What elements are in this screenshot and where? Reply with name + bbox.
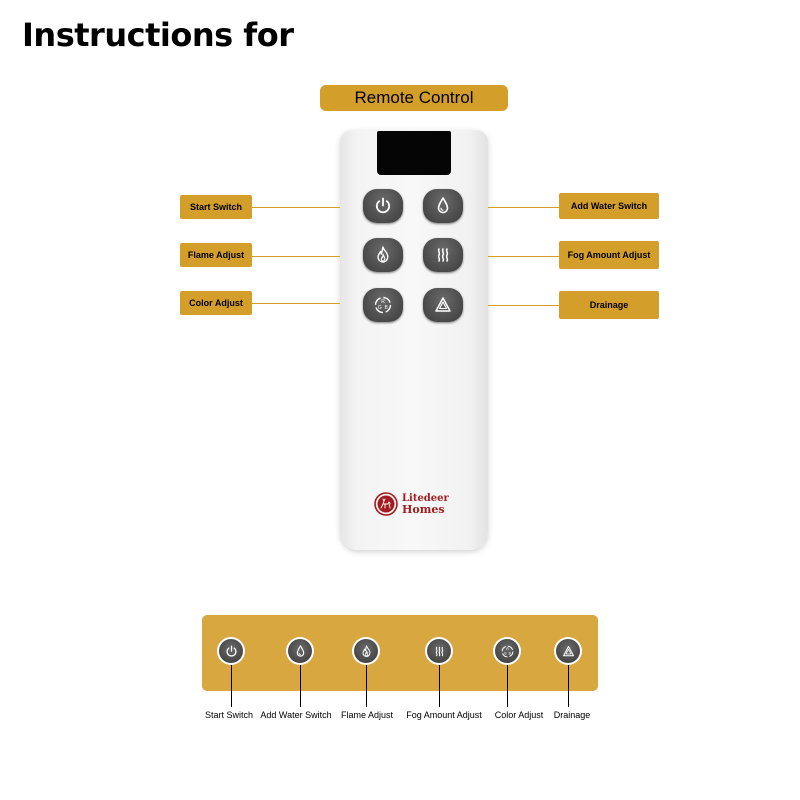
legend-pointer-line (439, 665, 440, 707)
callout-fog-amount-adjust: Fog Amount Adjust (559, 241, 659, 269)
legend-pointer-line (231, 665, 232, 707)
callout-flame-adjust: Flame Adjust (180, 243, 252, 267)
legend-flame-adjust-button (352, 637, 380, 665)
flame-icon (362, 644, 370, 657)
fog-icon (435, 646, 443, 656)
water-drop-icon (296, 644, 304, 657)
legend-pointer-line (568, 665, 569, 707)
drain-icon (435, 297, 451, 312)
remote-display-screen (377, 131, 451, 175)
flame-icon (377, 246, 389, 263)
brand-line2: Homes (402, 503, 445, 516)
rgb-icon: R G B (374, 296, 392, 314)
remote-drainage-button[interactable] (423, 288, 463, 322)
fog-icon (437, 248, 449, 262)
rgb-letter-r: R (506, 647, 509, 651)
rgb-letter-g: G (503, 651, 506, 655)
callout-leader-line (252, 256, 340, 257)
legend-color-adjust-button: R G B (493, 637, 521, 665)
power-icon (225, 645, 237, 657)
remote-control-header: Remote Control (320, 85, 508, 111)
legend-label-fog-amount-adjust: Fog Amount Adjust (406, 710, 482, 720)
legend-label-flame-adjust: Flame Adjust (340, 710, 394, 720)
remote-flame-adjust-button[interactable] (363, 238, 403, 272)
deer-logo-icon (374, 492, 398, 516)
rgb-letter-g: G (378, 305, 382, 311)
legend-pointer-line (300, 665, 301, 707)
callout-leader-line (252, 303, 340, 304)
legend-drainage-button (554, 637, 582, 665)
callout-leader-line (488, 207, 559, 208)
power-icon (375, 197, 391, 214)
legend-add-water-button (286, 637, 314, 665)
page-title: Instructions for (22, 16, 294, 54)
legend-fog-amount-button (425, 637, 453, 665)
legend-pointer-line (507, 665, 508, 707)
callout-color-adjust: Color Adjust (180, 291, 252, 315)
legend-label-start-switch: Start Switch (204, 710, 254, 720)
button-legend-panel: R G B (202, 615, 598, 691)
legend-label-drainage: Drainage (553, 710, 591, 720)
rgb-letter-b: B (508, 651, 511, 655)
rgb-icon: R G B (501, 645, 513, 657)
legend-pointer-line (366, 665, 367, 707)
remote-start-switch-button[interactable] (363, 189, 403, 223)
drain-icon (562, 645, 574, 656)
callout-leader-line (252, 207, 340, 208)
legend-label-add-water-switch: Add Water Switch (260, 710, 332, 720)
callout-leader-line (488, 305, 559, 306)
callout-start-switch: Start Switch (180, 195, 252, 219)
callout-add-water-switch: Add Water Switch (559, 193, 659, 219)
callout-leader-line (488, 256, 559, 257)
brand-name: Litedeer Homes (402, 493, 449, 515)
brand-line1: Litedeer (402, 493, 449, 504)
remote-fog-amount-button[interactable] (423, 238, 463, 272)
remote-control-device: R G B Litedeer Homes (340, 130, 488, 550)
remote-color-adjust-button[interactable]: R G B (363, 288, 403, 322)
legend-label-color-adjust: Color Adjust (494, 710, 544, 720)
legend-start-switch-button (217, 637, 245, 665)
water-drop-icon (437, 197, 449, 214)
rgb-letter-b: B (385, 305, 389, 311)
callout-drainage: Drainage (559, 291, 659, 319)
rgb-letter-r: R (381, 299, 385, 305)
remote-add-water-button[interactable] (423, 189, 463, 223)
